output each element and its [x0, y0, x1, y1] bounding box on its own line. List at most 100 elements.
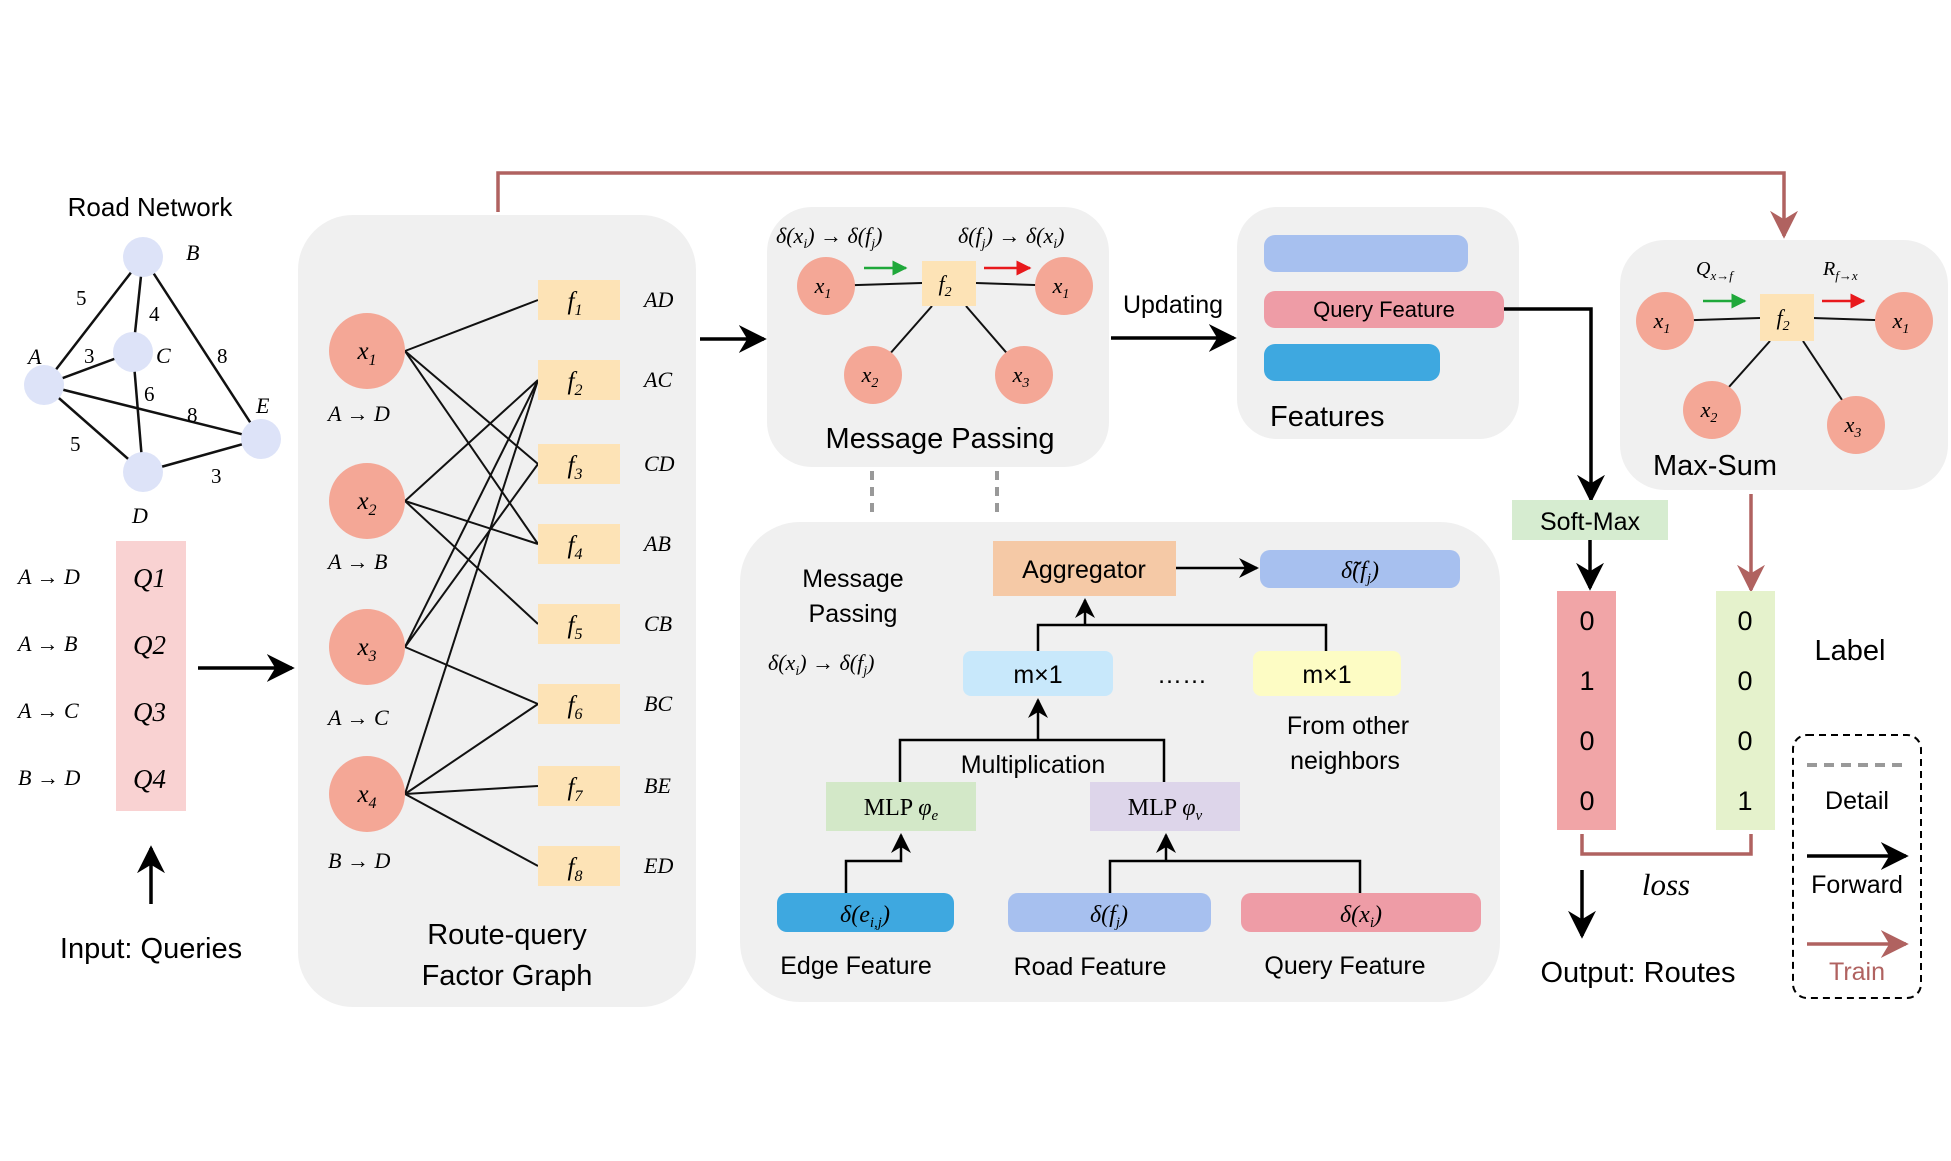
query-route-4: B → D	[18, 765, 80, 790]
label-title: Label	[1815, 635, 1886, 667]
road-feature-box	[1008, 893, 1211, 932]
legend-box	[1792, 734, 1922, 999]
factor-edge-3: CD	[644, 451, 675, 476]
softmax-box	[1512, 500, 1668, 540]
factor-node-2	[538, 360, 620, 400]
aggregated-feature-box	[1260, 550, 1460, 588]
multiplication-label: Multiplication	[961, 751, 1106, 779]
pred-value-2: 1	[1579, 666, 1594, 696]
m1-join-line	[1036, 623, 1328, 651]
mlp-e-box	[826, 782, 976, 831]
detail-title-2: Passing	[809, 600, 898, 628]
var-route-2: A → B	[326, 549, 387, 574]
factor-node-1	[538, 280, 620, 320]
weight-cd: 6	[144, 382, 155, 406]
loss-label: loss	[1642, 867, 1690, 902]
var-route-3: A → C	[326, 705, 389, 730]
edge-ae	[43, 383, 262, 441]
mlp-e-label: MLP φe	[864, 795, 939, 824]
factor-graph-title-2: Factor Graph	[422, 960, 593, 992]
weight-ac: 3	[84, 344, 95, 368]
other-neighbors-1: From other	[1287, 712, 1409, 740]
edge-feature-label: Edge Feature	[780, 952, 932, 980]
legend-forward-label: Forward	[1811, 871, 1903, 899]
factor-node-7	[538, 766, 620, 806]
output-label: Output: Routes	[1540, 957, 1735, 989]
var-route-1: A → D	[326, 401, 390, 426]
node-a	[24, 365, 64, 405]
query-route-1: A → D	[16, 564, 80, 589]
legend-detail-label: Detail	[1825, 787, 1889, 815]
label-value-3: 0	[1737, 726, 1752, 756]
mp-x1-right	[1035, 257, 1093, 315]
mp-f2	[922, 261, 976, 306]
road-network-title: Road Network	[68, 192, 234, 222]
weight-be: 8	[217, 344, 228, 368]
road-feature-symbol: δ(fj)	[1090, 902, 1128, 931]
factor-nodes	[538, 280, 620, 886]
features-title: Features	[1270, 401, 1384, 433]
mp-x3	[995, 346, 1053, 404]
factor-node-5	[538, 604, 620, 644]
query-feature-symbol: δ(xi)	[1340, 902, 1382, 931]
multiplication-join-line	[898, 738, 1166, 782]
weight-ad: 5	[70, 432, 81, 456]
edge-feat-to-mlp-arrow	[844, 833, 911, 893]
factor-edge-6: BC	[644, 691, 672, 716]
detail-title-1: Message	[802, 565, 903, 593]
ms-x1-right	[1875, 292, 1933, 350]
query-route-2: A → B	[16, 631, 77, 656]
legend-train-label: Train	[1829, 958, 1885, 986]
aggregator-box	[993, 541, 1176, 596]
factor-graph-edges	[404, 299, 539, 867]
updating-label: Updating	[1123, 291, 1223, 319]
label-value-4: 1	[1737, 786, 1752, 816]
edge-de	[142, 437, 262, 474]
other-neighbors-2: neighbors	[1290, 747, 1400, 775]
features-to-softmax-arrow	[1504, 307, 1605, 503]
factor-edge-7: BE	[644, 773, 671, 798]
edge-feature-box	[777, 893, 954, 932]
node-c	[113, 332, 153, 372]
factor-node-6	[538, 684, 620, 724]
ellipsis: ……	[1157, 661, 1207, 689]
mp-title: Message Passing	[826, 423, 1055, 455]
aggregator-label: Aggregator	[1022, 556, 1146, 584]
factor-node-4	[538, 524, 620, 564]
node-label-b: B	[186, 240, 199, 265]
node-label-e: E	[255, 393, 270, 418]
variable-nodes	[329, 313, 405, 832]
factor-graph-title-1: Route-query	[427, 919, 587, 951]
road-feature-label: Road Feature	[1014, 953, 1167, 981]
var-node-1	[329, 313, 405, 389]
edge-feature-symbol: δ(ei,j)	[840, 902, 890, 931]
weight-ab: 5	[76, 286, 87, 310]
query-label-2: Q2	[133, 630, 166, 660]
detail-formula: δ(xi) → δ(fj)	[768, 650, 874, 679]
feature-bar-3	[1264, 344, 1440, 381]
node-b	[123, 237, 163, 277]
max-sum-title: Max-Sum	[1653, 450, 1777, 482]
feature-bar-1	[1264, 235, 1468, 272]
input-label: Input: Queries	[60, 933, 242, 965]
query-label-1: Q1	[133, 563, 166, 593]
query-feature-label: Query Feature	[1313, 297, 1455, 322]
ms-f2	[1760, 294, 1814, 341]
detail-panel	[740, 522, 1500, 1002]
edge-ab	[43, 256, 144, 386]
edge-ad	[43, 384, 144, 473]
query-feature-text-label: Query Feature	[1264, 952, 1425, 980]
var-node-2	[329, 463, 405, 539]
mp-x1-left	[797, 257, 855, 315]
query-label-4: Q4	[133, 764, 166, 794]
pred-value-3: 0	[1579, 726, 1594, 756]
var-route-4: B → D	[328, 848, 390, 873]
edge-cd	[131, 351, 145, 473]
m1-left-box	[963, 651, 1113, 696]
weight-ae: 8	[187, 403, 198, 427]
factor-edge-5: CB	[644, 611, 672, 636]
aggregated-feature-label: δ̃(fj)	[1341, 558, 1379, 587]
var-node-3	[329, 609, 405, 685]
train-arrow-top	[496, 171, 1798, 239]
